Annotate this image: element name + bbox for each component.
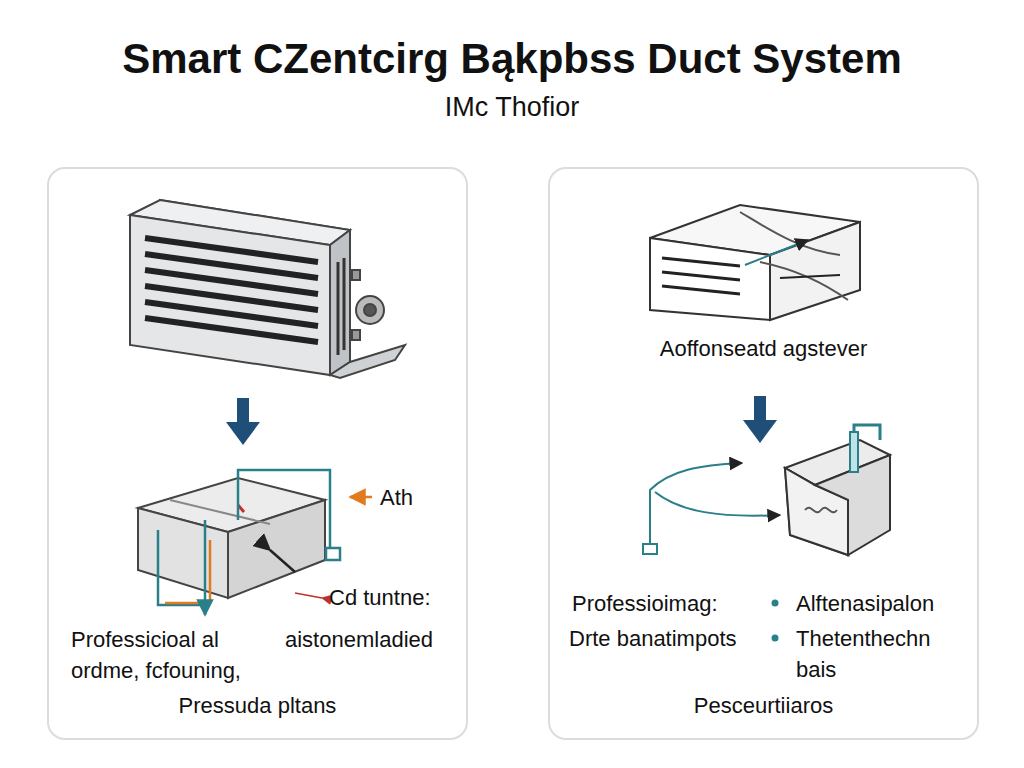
- callout-label: Cd tuntne:: [329, 584, 454, 613]
- down-arrow: [743, 396, 777, 443]
- body-text: Drte banatimpots: [569, 624, 794, 655]
- control-unit: [785, 425, 890, 555]
- air-unit: [650, 205, 860, 320]
- body-text: Professioimag:: [572, 589, 792, 620]
- bullet-text: Thetenthechn bais: [796, 624, 966, 686]
- body-text: aistonemladied: [285, 625, 457, 656]
- duct-box: [138, 478, 325, 598]
- subtitle: IMc Thofior: [0, 90, 1024, 125]
- down-arrow: [226, 398, 260, 445]
- panel-card: Aoffonseatd agsteverProfessioimag: Drte b…: [548, 167, 979, 740]
- panel-card: Professicioal al ordme, fcfouning, aiston…: [47, 167, 468, 740]
- callout-label: Ath: [380, 484, 460, 513]
- footer-text: Pressuda pltans: [49, 691, 466, 722]
- bullet-text: Alftenasipalon: [796, 589, 966, 620]
- vent-unit: [130, 200, 405, 378]
- bullet: [772, 600, 779, 642]
- body-text: Professicioal al ordme, fcfouning,: [71, 625, 276, 687]
- title: Smart CZentcirg Bąkpbss Duct System: [0, 32, 1024, 87]
- footer-text: Pesceurtiiaros: [550, 691, 977, 722]
- flow-lines: [643, 463, 780, 554]
- caption-text: Aoffonseatd agstever: [550, 334, 977, 365]
